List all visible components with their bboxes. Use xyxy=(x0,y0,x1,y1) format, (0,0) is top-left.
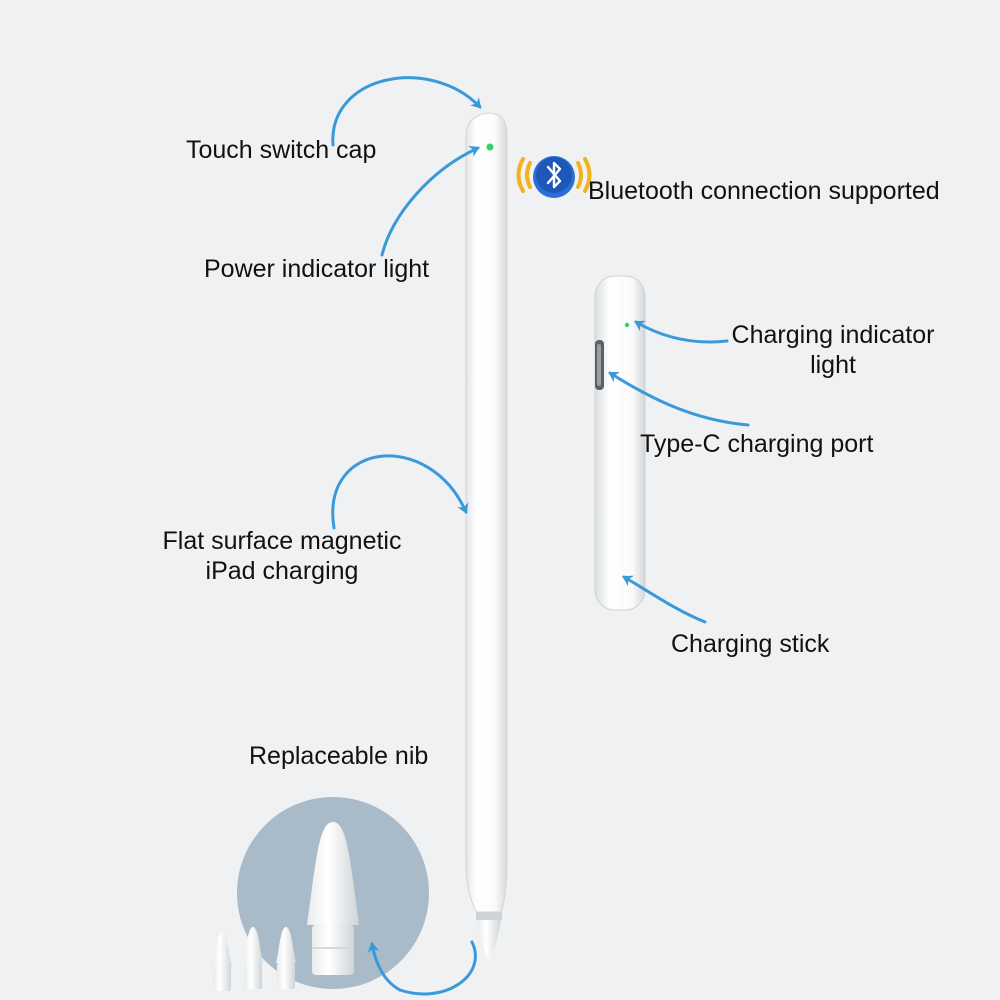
replaceable-nib-small-2 xyxy=(243,927,263,989)
charging-indicator-light xyxy=(624,322,630,328)
label-charging-indicator-line1: Charging indicator xyxy=(731,321,935,349)
arrow-touch-switch-cap xyxy=(331,76,482,147)
arrow-type-c-port xyxy=(608,371,750,427)
charging-stick xyxy=(594,275,646,611)
label-power-indicator: Power indicator light xyxy=(204,255,430,283)
label-flat-surface-line2: iPad charging xyxy=(205,557,359,585)
replaceable-nib-large xyxy=(307,822,359,975)
label-touch-switch-cap: Touch switch cap xyxy=(186,136,377,164)
label-charging-indicator: Charging indicator light xyxy=(718,320,948,380)
label-charging-stick: Charging stick xyxy=(671,630,830,658)
arrow-power-indicator xyxy=(380,145,480,257)
label-type-c-port: Type-C charging port xyxy=(640,430,874,458)
label-flat-surface: Flat surface magnetic iPad charging xyxy=(152,526,412,586)
replaceable-nib-small-1 xyxy=(212,932,232,991)
arrow-flat-surface xyxy=(331,454,469,530)
arrow-charging-stick xyxy=(622,575,707,624)
arrow-charging-indicator xyxy=(634,320,729,344)
stylus-pen xyxy=(465,112,508,962)
power-indicator-light xyxy=(486,143,494,151)
label-bluetooth: Bluetooth connection supported xyxy=(588,177,940,205)
arrow-replaceable-nib xyxy=(367,940,477,996)
label-replaceable-nib: Replaceable nib xyxy=(249,742,429,770)
bluetooth-icon xyxy=(516,156,592,198)
label-flat-surface-line1: Flat surface magnetic xyxy=(162,527,402,555)
replaceable-nib-small-3 xyxy=(276,927,296,989)
label-charging-indicator-line2: light xyxy=(810,351,856,379)
